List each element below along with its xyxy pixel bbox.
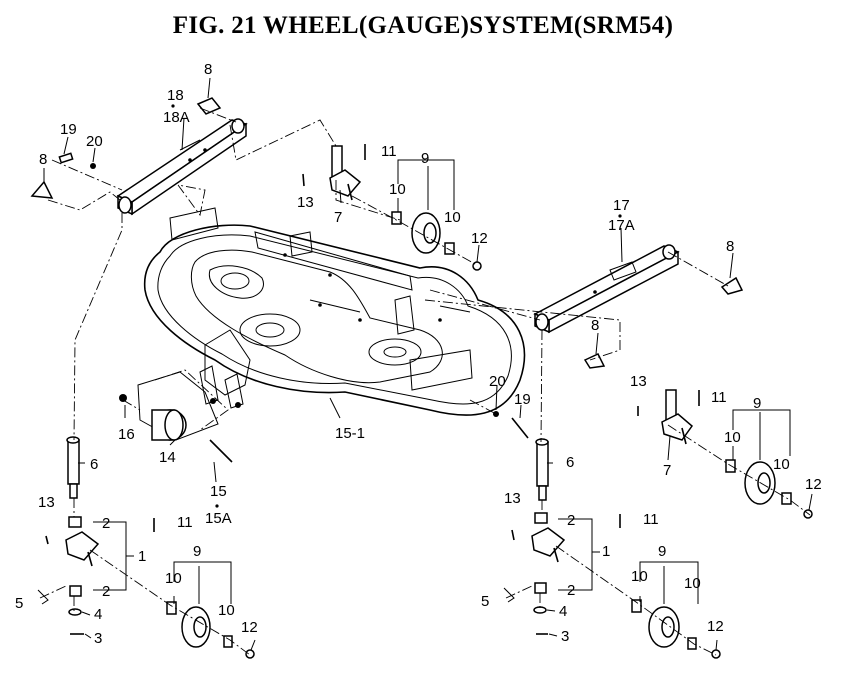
label-10-right-b: 10 (773, 456, 790, 473)
mower-deck (143, 207, 526, 416)
label-17: 17 (613, 197, 630, 214)
clip-pin-top (196, 97, 222, 115)
label-8-mid: 8 (591, 317, 599, 334)
label-13-right: 13 (630, 373, 647, 390)
label-19-left: 19 (60, 121, 77, 138)
label-11-bl: 11 (177, 514, 193, 531)
label-18: 18 (167, 87, 184, 104)
label-2-left-top: 2 (102, 515, 110, 532)
right-axle-bar (533, 244, 680, 334)
label-6-right: 6 (566, 454, 574, 471)
label-19-right: 19 (514, 391, 531, 408)
label-11-right: 11 (711, 389, 727, 406)
label-13-top: 13 (297, 194, 314, 211)
clip-pin-left (30, 180, 54, 199)
label-12-bl: 12 (241, 619, 258, 636)
caster-top (302, 144, 482, 271)
label-2-right-top: 2 (567, 512, 575, 529)
label-8-top: 8 (204, 61, 212, 78)
bolt-right (493, 411, 529, 439)
label-15: 15 (210, 483, 227, 500)
clip-pin-mid (583, 353, 606, 369)
spindle-right (535, 438, 549, 501)
label-7-top: 7 (334, 209, 342, 226)
label-1-left: 1 (138, 548, 146, 565)
label-11-top: 11 (381, 143, 397, 160)
caster-bottom-right (503, 512, 721, 659)
label-11-br: 11 (643, 511, 659, 528)
label-10-top-b: 10 (444, 209, 461, 226)
label-3-right: 3 (561, 628, 569, 645)
label-15-1: 15-1 (335, 425, 365, 442)
label-10-br-a: 10 (631, 568, 648, 585)
label-9-top: 9 (421, 150, 429, 167)
label-8-right: 8 (726, 238, 734, 255)
figure-title: FIG. 21 WHEEL(GAUGE)SYSTEM(SRM54) (172, 12, 674, 39)
label-15a: 15A (205, 510, 232, 527)
label-10-bl-a: 10 (165, 570, 182, 587)
label-2-left-bot: 2 (102, 583, 110, 600)
caster-right (637, 389, 813, 519)
label-9-right: 9 (753, 395, 761, 412)
label-10-right-a: 10 (724, 429, 741, 446)
assembly-guide-lines (39, 107, 811, 656)
label-12-br: 12 (707, 618, 724, 635)
label-10-top-a: 10 (389, 181, 406, 198)
label-20-left: 20 (86, 133, 103, 150)
leader-lines (43, 77, 813, 651)
left-axle-bar (116, 118, 248, 216)
label-12-top: 12 (471, 230, 488, 247)
label-13-br: 13 (504, 490, 521, 507)
caster-bottom-left (37, 516, 255, 659)
label-17a: 17A (608, 217, 635, 234)
label-16: 16 (118, 426, 135, 443)
label-14: 14 (159, 449, 176, 466)
label-4-left: 4 (94, 606, 102, 623)
label-20-right: 20 (489, 373, 506, 390)
label-10-bl-b: 10 (218, 602, 235, 619)
label-8-left: 8 (39, 151, 47, 168)
label-7-right: 7 (663, 462, 671, 479)
label-6-left: 6 (90, 456, 98, 473)
label-2-right-bot: 2 (567, 582, 575, 599)
label-3-left: 3 (94, 630, 102, 647)
anti-scalp-roller (119, 371, 233, 463)
label-13-bl: 13 (38, 494, 55, 511)
label-10-br-b: 10 (684, 575, 701, 592)
clip-pin-right (720, 276, 744, 295)
label-18a: 18A (163, 109, 190, 126)
label-9-br: 9 (658, 543, 666, 560)
label-1-right: 1 (602, 543, 610, 560)
label-12-right: 12 (805, 476, 822, 493)
label-4-right: 4 (559, 603, 567, 620)
label-9-bl: 9 (193, 543, 201, 560)
label-5-left: 5 (15, 595, 23, 612)
spindle-left (66, 436, 80, 499)
bolt-left (58, 152, 96, 169)
label-5-right: 5 (481, 593, 489, 610)
part-number-labels: 8 18 18A 19 20 8 11 9 10 13 7 10 12 17 1… (15, 61, 822, 647)
